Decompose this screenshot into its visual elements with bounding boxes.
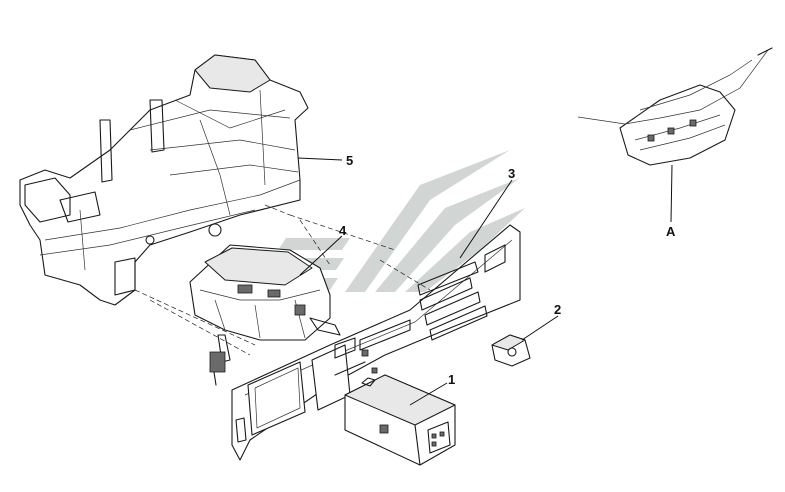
part-2-clip (491, 334, 531, 367)
callout-3: 3 (508, 166, 515, 181)
assembly-guide-lines (134, 214, 431, 356)
callout-5: 5 (346, 153, 353, 168)
part-4-control-module (189, 244, 341, 386)
callout-1: 1 (448, 372, 455, 387)
callout-A: A (666, 224, 676, 239)
part-1-connector-box (344, 374, 456, 466)
part-A-detail-inset (577, 47, 773, 166)
callout-2: 2 (554, 302, 561, 317)
part-5-frame-housing (19, 54, 309, 306)
callout-4: 4 (339, 223, 347, 238)
callout-leaders (297, 157, 673, 406)
